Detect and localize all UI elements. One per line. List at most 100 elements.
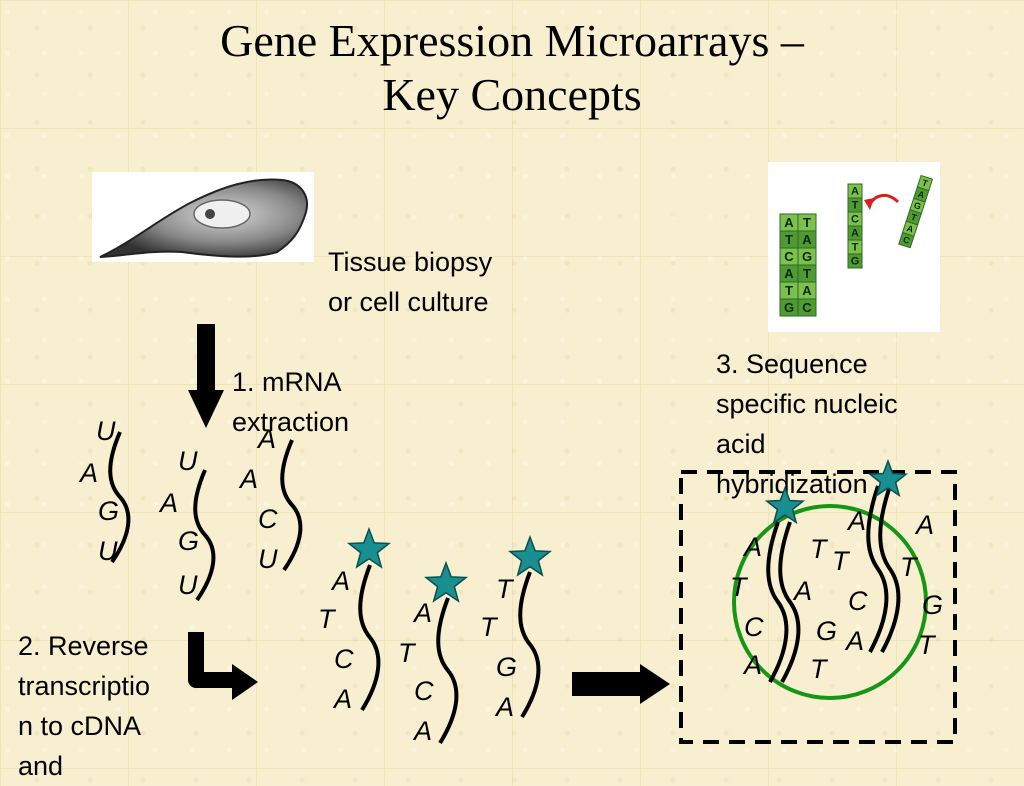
cdna-base: G bbox=[496, 652, 517, 682]
fluorescent-tag-star-icon bbox=[423, 560, 469, 603]
hybridized-strand-pair bbox=[766, 521, 789, 683]
dna-letter: T bbox=[803, 215, 811, 230]
mrna-strand bbox=[280, 439, 303, 572]
dna-block bbox=[797, 298, 817, 317]
probe-base: C bbox=[848, 586, 868, 616]
mrna-base: A bbox=[78, 458, 98, 488]
dna-block bbox=[847, 253, 863, 269]
step1-label: 1. mRNA extraction bbox=[232, 367, 350, 437]
cdna-base: T bbox=[496, 574, 515, 604]
mrna-strand bbox=[108, 431, 131, 564]
dna-letter: G bbox=[784, 300, 794, 315]
dna-letter: A bbox=[851, 228, 859, 240]
dna-letter: A bbox=[802, 232, 812, 247]
dna-letter: T bbox=[803, 266, 811, 281]
probe-base: T bbox=[730, 572, 749, 602]
dna-letter: C bbox=[802, 300, 812, 315]
hybridization-circle bbox=[732, 504, 928, 700]
mrna-base: U bbox=[178, 446, 198, 476]
dna-letter: T bbox=[785, 283, 793, 298]
probe-base: T bbox=[832, 546, 851, 576]
dna-letter: G bbox=[913, 200, 923, 212]
target-base: T bbox=[918, 630, 937, 660]
target-base: T bbox=[810, 534, 829, 564]
target-base: T bbox=[900, 552, 919, 582]
dna-letter: G bbox=[802, 249, 812, 264]
target-base: G bbox=[922, 590, 943, 620]
dna-letter: G bbox=[851, 256, 860, 268]
hybridized-strand-pair bbox=[778, 521, 801, 683]
dna-letter: A bbox=[784, 215, 794, 230]
dna-letter: A bbox=[802, 283, 812, 298]
dna-letter: C bbox=[851, 214, 859, 226]
target-base: T bbox=[810, 654, 829, 684]
title-line-2: Key Concepts bbox=[382, 69, 642, 120]
probe-base: A bbox=[742, 650, 762, 680]
dna-letter: T bbox=[852, 242, 859, 254]
probe-base: A bbox=[846, 506, 866, 536]
hybridized-strand-pair bbox=[866, 485, 889, 653]
dna-letter: T bbox=[785, 232, 793, 247]
mrna-base: U bbox=[178, 570, 198, 600]
mrna-base: A bbox=[158, 488, 178, 518]
cdna-base: C bbox=[414, 676, 434, 706]
tissue-label: Tissue biopsy or cell culture bbox=[328, 247, 493, 317]
probe-base: C bbox=[744, 612, 764, 642]
dna-letter: T bbox=[852, 200, 859, 212]
cdna-base: T bbox=[398, 638, 417, 668]
cdna-strand bbox=[518, 571, 541, 719]
down-arrow bbox=[188, 324, 224, 428]
mrna-base: U bbox=[98, 536, 118, 566]
cdna-base: A bbox=[412, 716, 432, 746]
dna-letter: C bbox=[902, 234, 912, 246]
title-line-1: Gene Expression Microarrays – bbox=[220, 15, 804, 66]
mrna-strand bbox=[193, 469, 216, 602]
dna-letter: T bbox=[921, 177, 930, 188]
microarray-spot-box bbox=[679, 470, 957, 744]
cdna-strand bbox=[358, 564, 381, 712]
cdna-base: T bbox=[318, 604, 337, 634]
fluorescent-tag-star-icon bbox=[346, 526, 392, 569]
mrna-base: G bbox=[98, 496, 119, 526]
cdna-base: A bbox=[330, 566, 350, 596]
dna-letter: A bbox=[851, 186, 859, 198]
fluorescent-tag-star-icon bbox=[867, 458, 909, 498]
mrna-base: A bbox=[238, 464, 258, 494]
dna-letter: A bbox=[917, 189, 927, 201]
cdna-base: C bbox=[334, 644, 354, 674]
probe-base: A bbox=[844, 626, 864, 656]
dna-letter: A bbox=[905, 223, 915, 235]
dna-letter: C bbox=[784, 249, 794, 264]
mrna-base: G bbox=[178, 526, 199, 556]
probe-base: A bbox=[742, 532, 762, 562]
bent-arrow bbox=[188, 632, 258, 700]
mrna-base: U bbox=[96, 416, 116, 446]
cdna-base: T bbox=[480, 612, 499, 642]
target-base: G bbox=[816, 616, 837, 646]
slide-title: Gene Expression Microarrays – Key Concep… bbox=[0, 14, 1024, 122]
cdna-base: A bbox=[332, 684, 352, 714]
target-base: A bbox=[914, 510, 934, 540]
mrna-base: C bbox=[258, 504, 278, 534]
cell-micrograph-icon bbox=[99, 178, 308, 258]
fluorescent-tag-star-icon bbox=[507, 534, 553, 577]
cdna-strand bbox=[436, 597, 459, 745]
right-arrow bbox=[572, 664, 670, 704]
dna-letter: A bbox=[784, 266, 794, 281]
mrna-base: U bbox=[258, 544, 278, 574]
dna-block bbox=[898, 231, 915, 249]
binding-arrowhead-icon bbox=[864, 198, 874, 210]
dna-letter: T bbox=[910, 212, 919, 223]
cell-image bbox=[92, 172, 314, 262]
mrna-base: A bbox=[256, 424, 276, 454]
hybridized-strand-pair bbox=[878, 485, 901, 653]
fluorescent-tag-star-icon bbox=[764, 485, 806, 525]
target-base: A bbox=[792, 576, 812, 606]
cdna-base: A bbox=[494, 692, 514, 722]
